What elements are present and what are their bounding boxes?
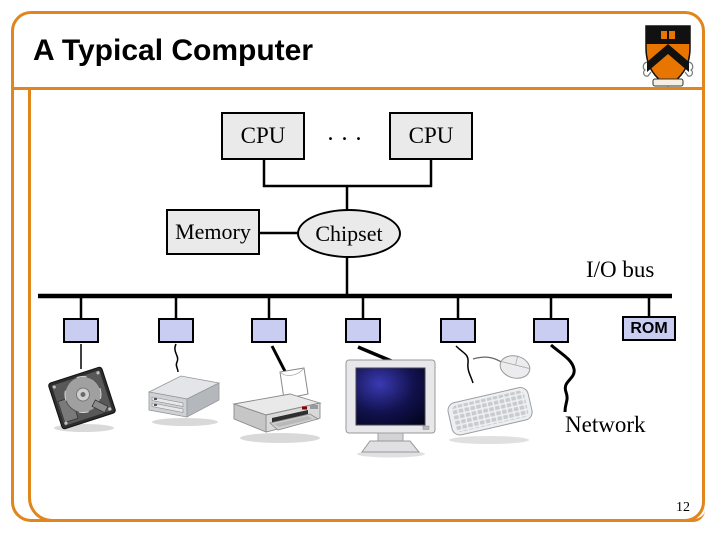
controller-box-2 bbox=[158, 318, 194, 343]
io-bus-label: I/O bus bbox=[586, 257, 655, 282]
controller-box-6 bbox=[533, 318, 569, 343]
mouse-image bbox=[472, 355, 531, 379]
rom-box: ROM bbox=[622, 316, 676, 341]
keyboard-cable bbox=[455, 345, 474, 384]
memory-box: Memory bbox=[166, 209, 260, 255]
network-label: Network bbox=[565, 412, 646, 437]
memory-label: Memory bbox=[175, 219, 251, 244]
page-number: 12 bbox=[676, 500, 690, 515]
hard-disk-image bbox=[48, 366, 116, 432]
shield-ornaments bbox=[642, 61, 694, 77]
chipset-label: Chipset bbox=[315, 220, 383, 246]
body-frame bbox=[28, 90, 705, 522]
ellipsis-label: . . . bbox=[327, 120, 363, 146]
shield-chevron bbox=[647, 44, 689, 72]
controller-box-3 bbox=[251, 318, 287, 343]
chipset-ellipse: Chipset bbox=[297, 209, 401, 258]
shield-chief bbox=[646, 26, 690, 44]
cdrom-cable bbox=[174, 343, 179, 373]
cdrom-drive-image bbox=[147, 375, 221, 426]
shield-banner bbox=[652, 78, 684, 87]
cpu-right-label: CPU bbox=[408, 123, 454, 148]
cpu-right-box: CPU bbox=[389, 112, 473, 160]
shield-book bbox=[661, 31, 675, 39]
page-title: A Typical Computer bbox=[33, 34, 314, 67]
controller-box-1 bbox=[63, 318, 99, 343]
princeton-shield-icon bbox=[642, 25, 694, 87]
controller-box-5 bbox=[440, 318, 476, 343]
network-cable bbox=[550, 343, 576, 413]
printer-image bbox=[232, 367, 322, 443]
cpu-left-label: CPU bbox=[240, 123, 286, 148]
controller-box-4 bbox=[345, 318, 381, 343]
title-divider-line bbox=[11, 87, 705, 90]
monitor-image bbox=[345, 359, 436, 458]
cpu-left-box: CPU bbox=[221, 112, 305, 160]
keyboard-image bbox=[447, 355, 533, 444]
rom-label: ROM bbox=[630, 319, 668, 337]
keyboard-body bbox=[447, 387, 533, 436]
